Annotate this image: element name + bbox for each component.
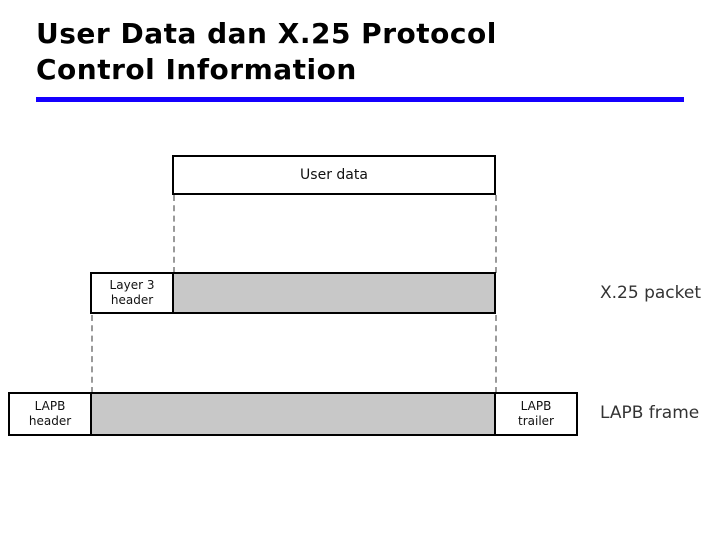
user-data-box: User data: [172, 155, 496, 195]
guide-line-left-lower: [91, 315, 93, 393]
protocol-encapsulation-diagram: User data Layer 3 header X.25 packet LAP…: [0, 120, 720, 540]
guide-line-right-upper: [495, 195, 497, 273]
guide-line-left-upper: [173, 195, 175, 273]
layer3-header-box: Layer 3 header: [90, 272, 174, 314]
page-title: User Data dan X.25 Protocol Control Info…: [36, 17, 497, 86]
title-divider: [36, 97, 684, 102]
guide-line-right-lower: [495, 315, 497, 393]
x25-payload-box: [172, 272, 496, 314]
lapb-trailer-box: LAPB trailer: [494, 392, 578, 436]
lapb-frame-label: LAPB frame: [600, 403, 700, 423]
lapb-payload-box: [90, 392, 496, 436]
lapb-header-box: LAPB header: [8, 392, 92, 436]
x25-packet-label: X.25 packet: [600, 283, 702, 303]
